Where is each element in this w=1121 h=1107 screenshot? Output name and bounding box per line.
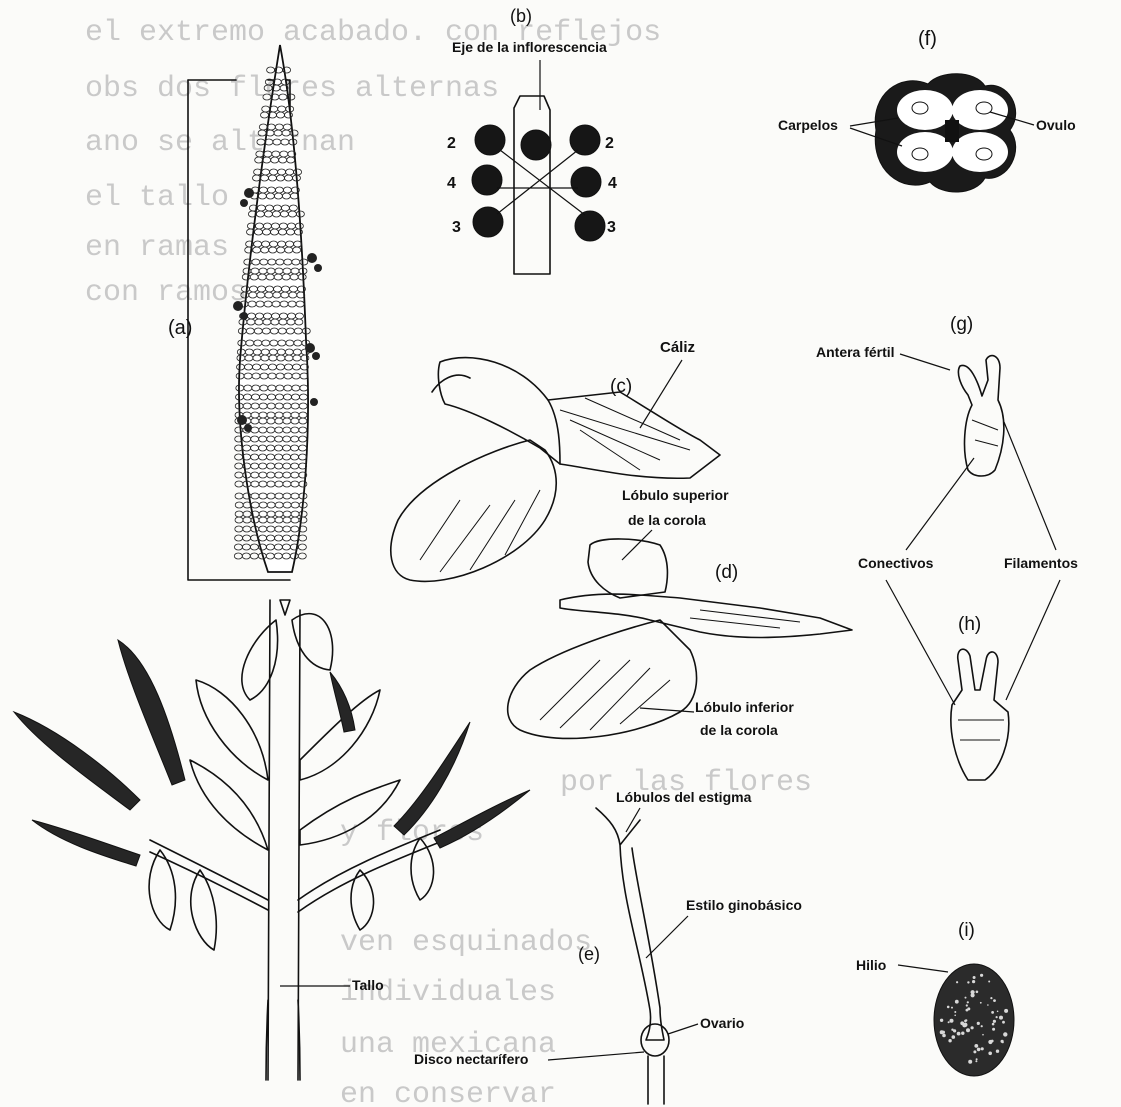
flower-calyx-drawing: Cáliz (c) — [391, 339, 720, 581]
axis-rectangle — [514, 96, 550, 274]
panel-a-label: (a) — [168, 317, 192, 339]
background-line-9: ven esquinados — [340, 926, 592, 960]
branch-left — [150, 840, 268, 910]
background-line-2: obs dos flores alternas — [85, 72, 499, 106]
panel-h-label: (h) — [958, 614, 981, 635]
lower-lobe-label-line2: de la corola — [700, 722, 778, 738]
background-line-3: ano se alternan — [85, 126, 355, 160]
calyx-tube — [560, 594, 852, 637]
panel-e-label: (e) — [578, 944, 600, 964]
flower-corolla-drawing: Lóbulo superior de la corola (d) Lóbulo … — [508, 487, 852, 738]
stamen-circle — [570, 125, 600, 155]
upper-lobe-label-line1: Lóbulo superior — [622, 487, 729, 503]
stamen-circle — [571, 167, 601, 197]
stamen-number: 4 — [608, 175, 617, 192]
inflorescence-axis-label: Eje de la inflorescencia — [452, 39, 607, 55]
calyx-label: Cáliz — [660, 339, 695, 356]
stamen-number: 4 — [447, 175, 456, 192]
lower-corolla-lobe — [508, 620, 697, 738]
fertile-anther-label: Antera fértil — [816, 344, 895, 360]
stamen-circle — [575, 211, 605, 241]
leaf — [351, 870, 374, 930]
stamen-h-outline — [951, 649, 1009, 780]
upper-corolla-lobe — [588, 539, 667, 598]
stamen-number: 3 — [452, 219, 461, 236]
nectary-disc-label: Disco nectarífero — [414, 1051, 528, 1067]
background-line-12: en conservar — [340, 1078, 556, 1107]
calyx-outline — [438, 358, 720, 479]
filaments-label: Filamentos — [1004, 555, 1078, 571]
flower-spike — [330, 672, 355, 732]
background-line-5: en ramas — [85, 231, 229, 265]
hilum-label: Hilio — [856, 957, 886, 973]
stamen-number: 2 — [605, 135, 614, 152]
background-line-4: el tallo — [85, 181, 229, 215]
panel-b-label: (b) — [510, 6, 532, 26]
stamen-drawing-h: Conectivos Filamentos (h) — [858, 422, 1078, 780]
ovary-cross-section: (f) Carpelos Ovulo — [778, 28, 1076, 192]
background-line-6: con ramos — [85, 276, 247, 310]
style — [596, 808, 664, 1040]
ovule-label: Ovulo — [1036, 117, 1076, 133]
flower-spike — [32, 820, 140, 866]
lower-lobe-label-line1: Lóbulo inferior — [695, 699, 794, 715]
panel-g-label: (g) — [950, 314, 973, 335]
stem-label: Tallo — [352, 977, 384, 993]
leaf — [292, 614, 333, 670]
stamen-g-outline — [958, 356, 1003, 476]
stamen-circle — [472, 165, 502, 195]
connectives-label: Conectivos — [858, 555, 934, 571]
flower-spike — [14, 712, 140, 810]
panel-c-label: (c) — [610, 376, 632, 397]
stamen-circle — [521, 130, 551, 160]
corolla-lower-lobe — [391, 440, 556, 581]
stamen-number: 2 — [447, 135, 456, 152]
stigma-lobes-label: Lóbulos del estigma — [616, 789, 752, 805]
floral-diagram: (b) Eje de la inflorescencia 2 2 4 4 3 3 — [447, 6, 617, 274]
ovary-label: Ovario — [700, 1015, 744, 1031]
stamen-circle — [473, 207, 503, 237]
gynobasic-style-label: Estilo ginobásico — [686, 897, 802, 913]
panel-f-label: (f) — [918, 28, 937, 50]
seed-drawing: (i) Hilio — [856, 920, 1014, 1076]
panel-i-label: (i) — [958, 920, 975, 941]
carpels-label: Carpelos — [778, 117, 838, 133]
stamen-number: 3 — [607, 219, 616, 236]
leaf — [242, 620, 278, 700]
flower-spike — [118, 640, 185, 785]
panel-d-label: (d) — [715, 562, 738, 583]
stamen-drawing-g: (g) Antera fértil — [816, 314, 1004, 476]
upper-lobe-label-line2: de la corola — [628, 512, 706, 528]
